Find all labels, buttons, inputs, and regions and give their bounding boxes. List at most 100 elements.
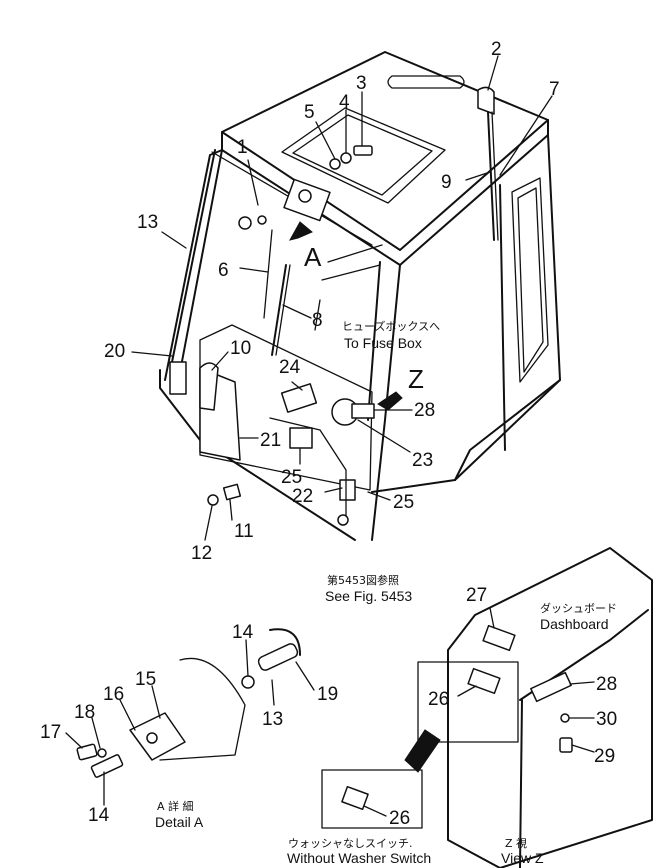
leader-2 bbox=[487, 55, 499, 91]
callout-30: 30 bbox=[596, 709, 617, 730]
callout-1: 1 bbox=[237, 137, 248, 158]
callout-23: 23 bbox=[412, 450, 433, 471]
dashboard-front-edge bbox=[519, 699, 523, 868]
callout-17: 17 bbox=[40, 722, 61, 743]
harness-lower bbox=[269, 417, 347, 521]
callout-14b: 14 bbox=[88, 805, 110, 826]
wiper-arm-9b bbox=[491, 111, 499, 241]
callout-12: 12 bbox=[191, 543, 212, 564]
arm-6 bbox=[263, 229, 273, 319]
arrow-view-a bbox=[289, 221, 313, 241]
callout-6: 6 bbox=[218, 260, 229, 281]
cab-roof bbox=[221, 51, 549, 251]
callout-25b: 25 bbox=[393, 492, 414, 513]
callout-labels: 1 2 3 4 5 6 7 8 9 10 11 12 13 13 14 14 1… bbox=[40, 39, 617, 829]
callout-25: 25 bbox=[281, 467, 302, 488]
callout-28: 28 bbox=[414, 400, 435, 421]
caption-view-z-en: View Z bbox=[501, 850, 544, 866]
leader-10 bbox=[211, 351, 229, 371]
arrow-view-z bbox=[377, 391, 403, 411]
left-pillar bbox=[164, 149, 223, 381]
switch-26 bbox=[467, 667, 501, 695]
caption-view-z-jp: Z 視 bbox=[505, 836, 527, 850]
callout-13: 13 bbox=[137, 212, 158, 233]
bolt-3 bbox=[353, 145, 373, 156]
roof-hatch-inner bbox=[292, 114, 433, 196]
caption-dashboard-en: Dashboard bbox=[540, 616, 609, 632]
callout-16: 16 bbox=[103, 684, 124, 705]
callout-15: 15 bbox=[135, 669, 156, 690]
callout-24: 24 bbox=[279, 357, 301, 378]
switch-27 bbox=[482, 624, 516, 652]
callout-5: 5 bbox=[304, 102, 315, 123]
callout-3: 3 bbox=[356, 73, 367, 94]
callout-2: 2 bbox=[491, 39, 502, 60]
washer-1 bbox=[257, 215, 267, 225]
callout-13b: 13 bbox=[262, 709, 283, 730]
harness-upper bbox=[314, 299, 321, 331]
callout-8: 8 bbox=[312, 310, 323, 331]
wiper-blade-10 bbox=[199, 362, 219, 411]
switch-26-alt bbox=[341, 785, 369, 811]
caption-washer-jp: ウォッシャなしスイッチ. bbox=[288, 837, 413, 850]
wiper-motor-2 bbox=[477, 86, 495, 115]
caption-dashboard-jp: ダッシュボード bbox=[540, 601, 617, 615]
side-window bbox=[511, 177, 549, 383]
callout-27: 27 bbox=[466, 585, 487, 606]
leader-27 bbox=[489, 607, 495, 629]
callout-28b: 28 bbox=[596, 674, 617, 695]
left-cable-assembly bbox=[169, 149, 216, 395]
leader-20 bbox=[131, 351, 173, 357]
captions: ヒューズボックスへ To Fuse Box 第5453図参照 See Fig. … bbox=[155, 319, 617, 866]
leader-15 bbox=[151, 685, 161, 719]
cable-13 bbox=[171, 149, 216, 363]
view-marker-a: A bbox=[304, 242, 322, 272]
dashboard-body bbox=[447, 547, 653, 868]
leader-29 bbox=[571, 744, 595, 753]
switch-bracket-24 bbox=[280, 383, 318, 413]
leader-16 bbox=[119, 699, 136, 731]
harness-arrow bbox=[404, 729, 441, 773]
hose-19 bbox=[269, 628, 301, 656]
callout-4: 4 bbox=[339, 92, 350, 113]
wiper-rod-upper bbox=[327, 244, 383, 263]
relay-22 bbox=[339, 479, 356, 501]
washer-switch-frame bbox=[321, 769, 423, 829]
leader-13 bbox=[161, 231, 187, 249]
caption-see-fig-jp: 第5453図参照 bbox=[327, 573, 399, 587]
detail-a-panel bbox=[159, 657, 246, 761]
leader-9 bbox=[465, 171, 491, 181]
callout-21: 21 bbox=[260, 430, 281, 451]
callout-10: 10 bbox=[230, 338, 251, 359]
caption-see-fig-en: See Fig. 5453 bbox=[325, 588, 412, 604]
callout-22: 22 bbox=[292, 486, 313, 507]
connector-25 bbox=[289, 427, 313, 449]
leader-lines bbox=[65, 55, 595, 817]
switch-assembly bbox=[207, 383, 403, 526]
grommet bbox=[337, 514, 349, 526]
leader-6 bbox=[239, 267, 269, 273]
connector-20 bbox=[169, 361, 187, 395]
bolt-11 bbox=[222, 483, 242, 501]
caption-detail-a-en: Detail A bbox=[155, 814, 204, 830]
leader-18 bbox=[91, 717, 101, 749]
callout-20: 20 bbox=[104, 341, 125, 362]
arm-8b bbox=[275, 264, 291, 356]
leader-24 bbox=[291, 381, 303, 391]
switch-plate-28 bbox=[351, 403, 375, 419]
leader-14 bbox=[245, 639, 249, 677]
right-front-pillar-inner bbox=[367, 261, 381, 421]
arm-8 bbox=[271, 264, 287, 356]
cab-lower-left bbox=[159, 369, 356, 541]
leader-28b bbox=[569, 681, 595, 685]
wiper-motor-upper bbox=[238, 86, 499, 356]
leader-11 bbox=[229, 499, 233, 521]
callout-11: 11 bbox=[234, 521, 254, 542]
roof-hatch bbox=[281, 107, 446, 204]
nozzle-14 bbox=[90, 754, 124, 778]
left-pillar-inner bbox=[179, 149, 223, 373]
washer-5 bbox=[329, 158, 341, 170]
leader-5 bbox=[315, 121, 336, 160]
callout-29: 29 bbox=[594, 746, 615, 767]
